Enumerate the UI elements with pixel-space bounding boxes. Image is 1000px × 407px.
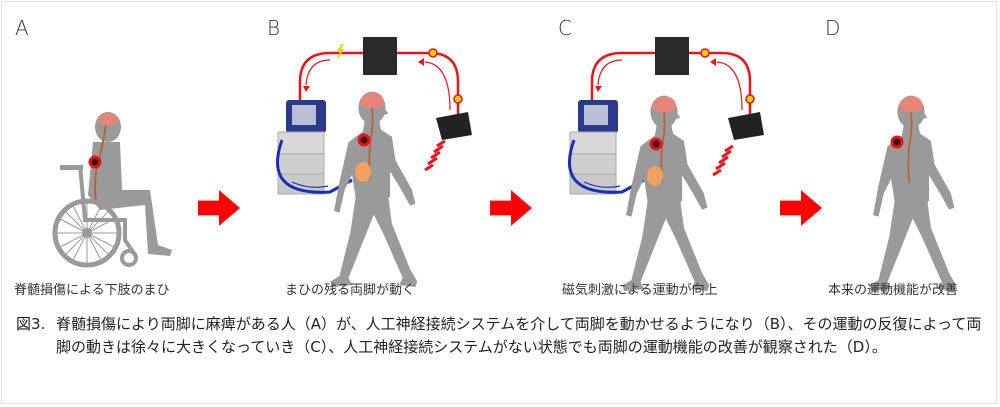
spark-icon	[453, 94, 463, 104]
panel-b-illustration	[276, 37, 472, 289]
sensor-case-icon	[436, 112, 472, 140]
panel-c-illustration	[568, 37, 764, 293]
injury-marker-icon	[88, 155, 102, 169]
stimulation-site-icon	[355, 162, 371, 182]
panel-a-caption: 脊髄損傷による下肢のまひ	[14, 283, 170, 298]
server-icon	[363, 37, 397, 75]
panel-d-illustration	[868, 94, 958, 293]
arrow-right-icon	[490, 190, 532, 226]
figure-caption: 図3. 脊髄損傷により両脚に麻痺がある人（A）が、人工神経接続システムを介して両…	[16, 313, 991, 359]
figure-caption-text: 脊髄損傷により両脚に麻痺がある人（A）が、人工神経接続システムを介して両脚を動か…	[56, 315, 982, 356]
panel-letter-b: B	[267, 16, 281, 40]
signal-line-blue	[276, 139, 353, 194]
panel-letter-d: D	[825, 16, 841, 40]
wheelchair-caster	[120, 249, 138, 267]
panel-d-caption: 本来の運動機能が改善	[828, 283, 959, 298]
panel-b-caption: まひの残る両脚が動く	[285, 283, 416, 298]
spine-line	[94, 124, 107, 201]
panel-letter-a: A	[15, 16, 29, 40]
sensor-case-icon	[728, 112, 764, 140]
arrow-right-icon	[198, 190, 240, 226]
panel-c-caption: 磁気刺激による運動が向上	[562, 283, 718, 298]
arrow-right-icon	[780, 190, 822, 226]
magnetic-wave-icon	[712, 144, 734, 177]
figure-number: 図3.	[16, 315, 46, 333]
lightning-icon	[337, 43, 344, 59]
illustration	[52, 37, 958, 293]
panel-letter-c: C	[558, 16, 572, 40]
spark-icon	[428, 48, 438, 58]
brain-icon	[98, 112, 118, 126]
server-icon	[655, 37, 689, 75]
magnetic-wave-icon	[424, 139, 446, 172]
panel-a-illustration	[52, 112, 172, 268]
